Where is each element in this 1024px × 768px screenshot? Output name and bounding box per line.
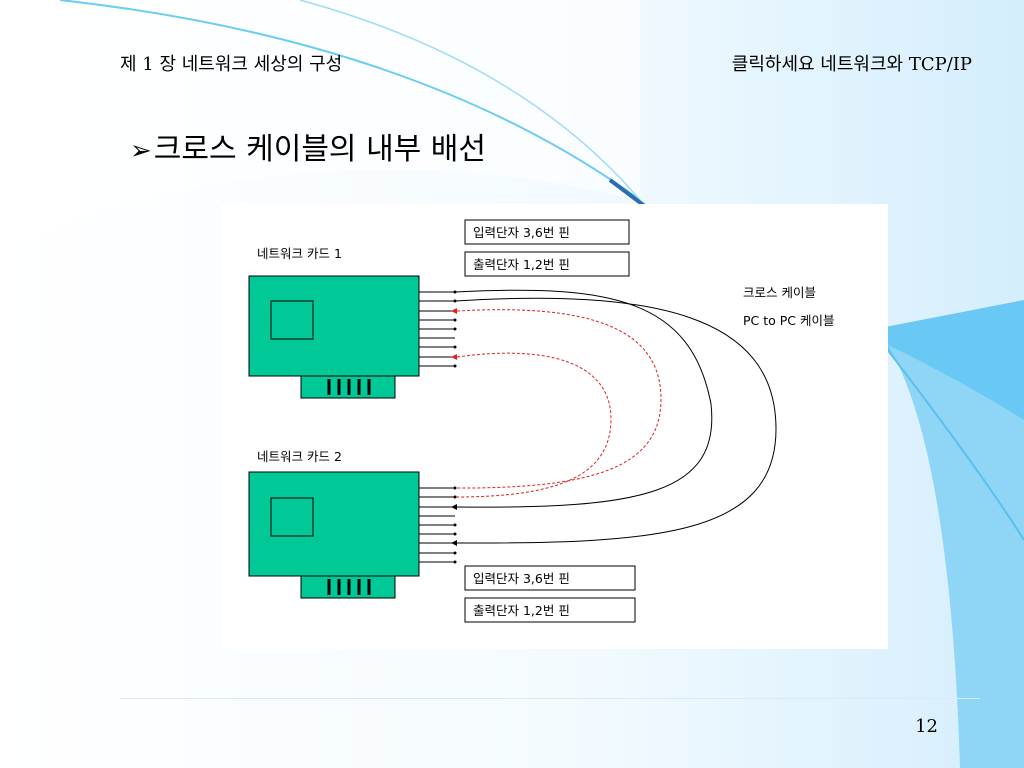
card2-input-box: 입력단자 3,6번 핀: [464, 565, 636, 591]
card2-input-label: 입력단자 3,6번 핀: [473, 571, 570, 586]
network-card-1: [248, 275, 457, 399]
cable-alias-label: PC to PC 케이블: [743, 313, 835, 328]
wire-out1-to-in3: [454, 289, 713, 508]
page-number: 12: [915, 716, 938, 737]
cable-name-label: 크로스 케이블: [743, 285, 816, 300]
card2-output-box: 출력단자 1,2번 핀: [464, 597, 636, 623]
arrow-bullet-icon: ➢: [130, 136, 152, 166]
card1-label: 네트워크 카드 1: [257, 246, 342, 261]
card1-input-box: 입력단자 3,6번 핀: [464, 219, 630, 245]
footer-divider: [120, 698, 980, 699]
wire-out2-to-in6: [454, 297, 777, 544]
chapter-header: 제 1 장 네트워크 세상의 구성: [120, 54, 343, 75]
slide-title: ➢크로스 케이블의 내부 배선: [130, 124, 486, 168]
wire-in6-from-out2: [454, 352, 612, 498]
card1-output-box: 출력단자 1,2번 핀: [464, 251, 630, 277]
card2-output-label: 출력단자 1,2번 핀: [473, 603, 570, 618]
slide-title-text: 크로스 케이블의 내부 배선: [153, 132, 487, 167]
card2-pins: [419, 487, 455, 563]
card1-pins: [419, 291, 455, 367]
card2-label: 네트워크 카드 2: [257, 449, 342, 464]
card1-input-label: 입력단자 3,6번 핀: [473, 225, 570, 240]
cross-cable-diagram: 네트워크 카드 1 네트워크 카드 2 입력단자 3,6번 핀 출력단자 1,2…: [221, 204, 888, 649]
network-card-2: [248, 471, 457, 599]
wire-in3-from-out1: [454, 309, 662, 489]
card1-output-label: 출력단자 1,2번 핀: [473, 257, 570, 272]
book-header: 클릭하세요 네트워크와 TCP/IP: [731, 54, 972, 75]
